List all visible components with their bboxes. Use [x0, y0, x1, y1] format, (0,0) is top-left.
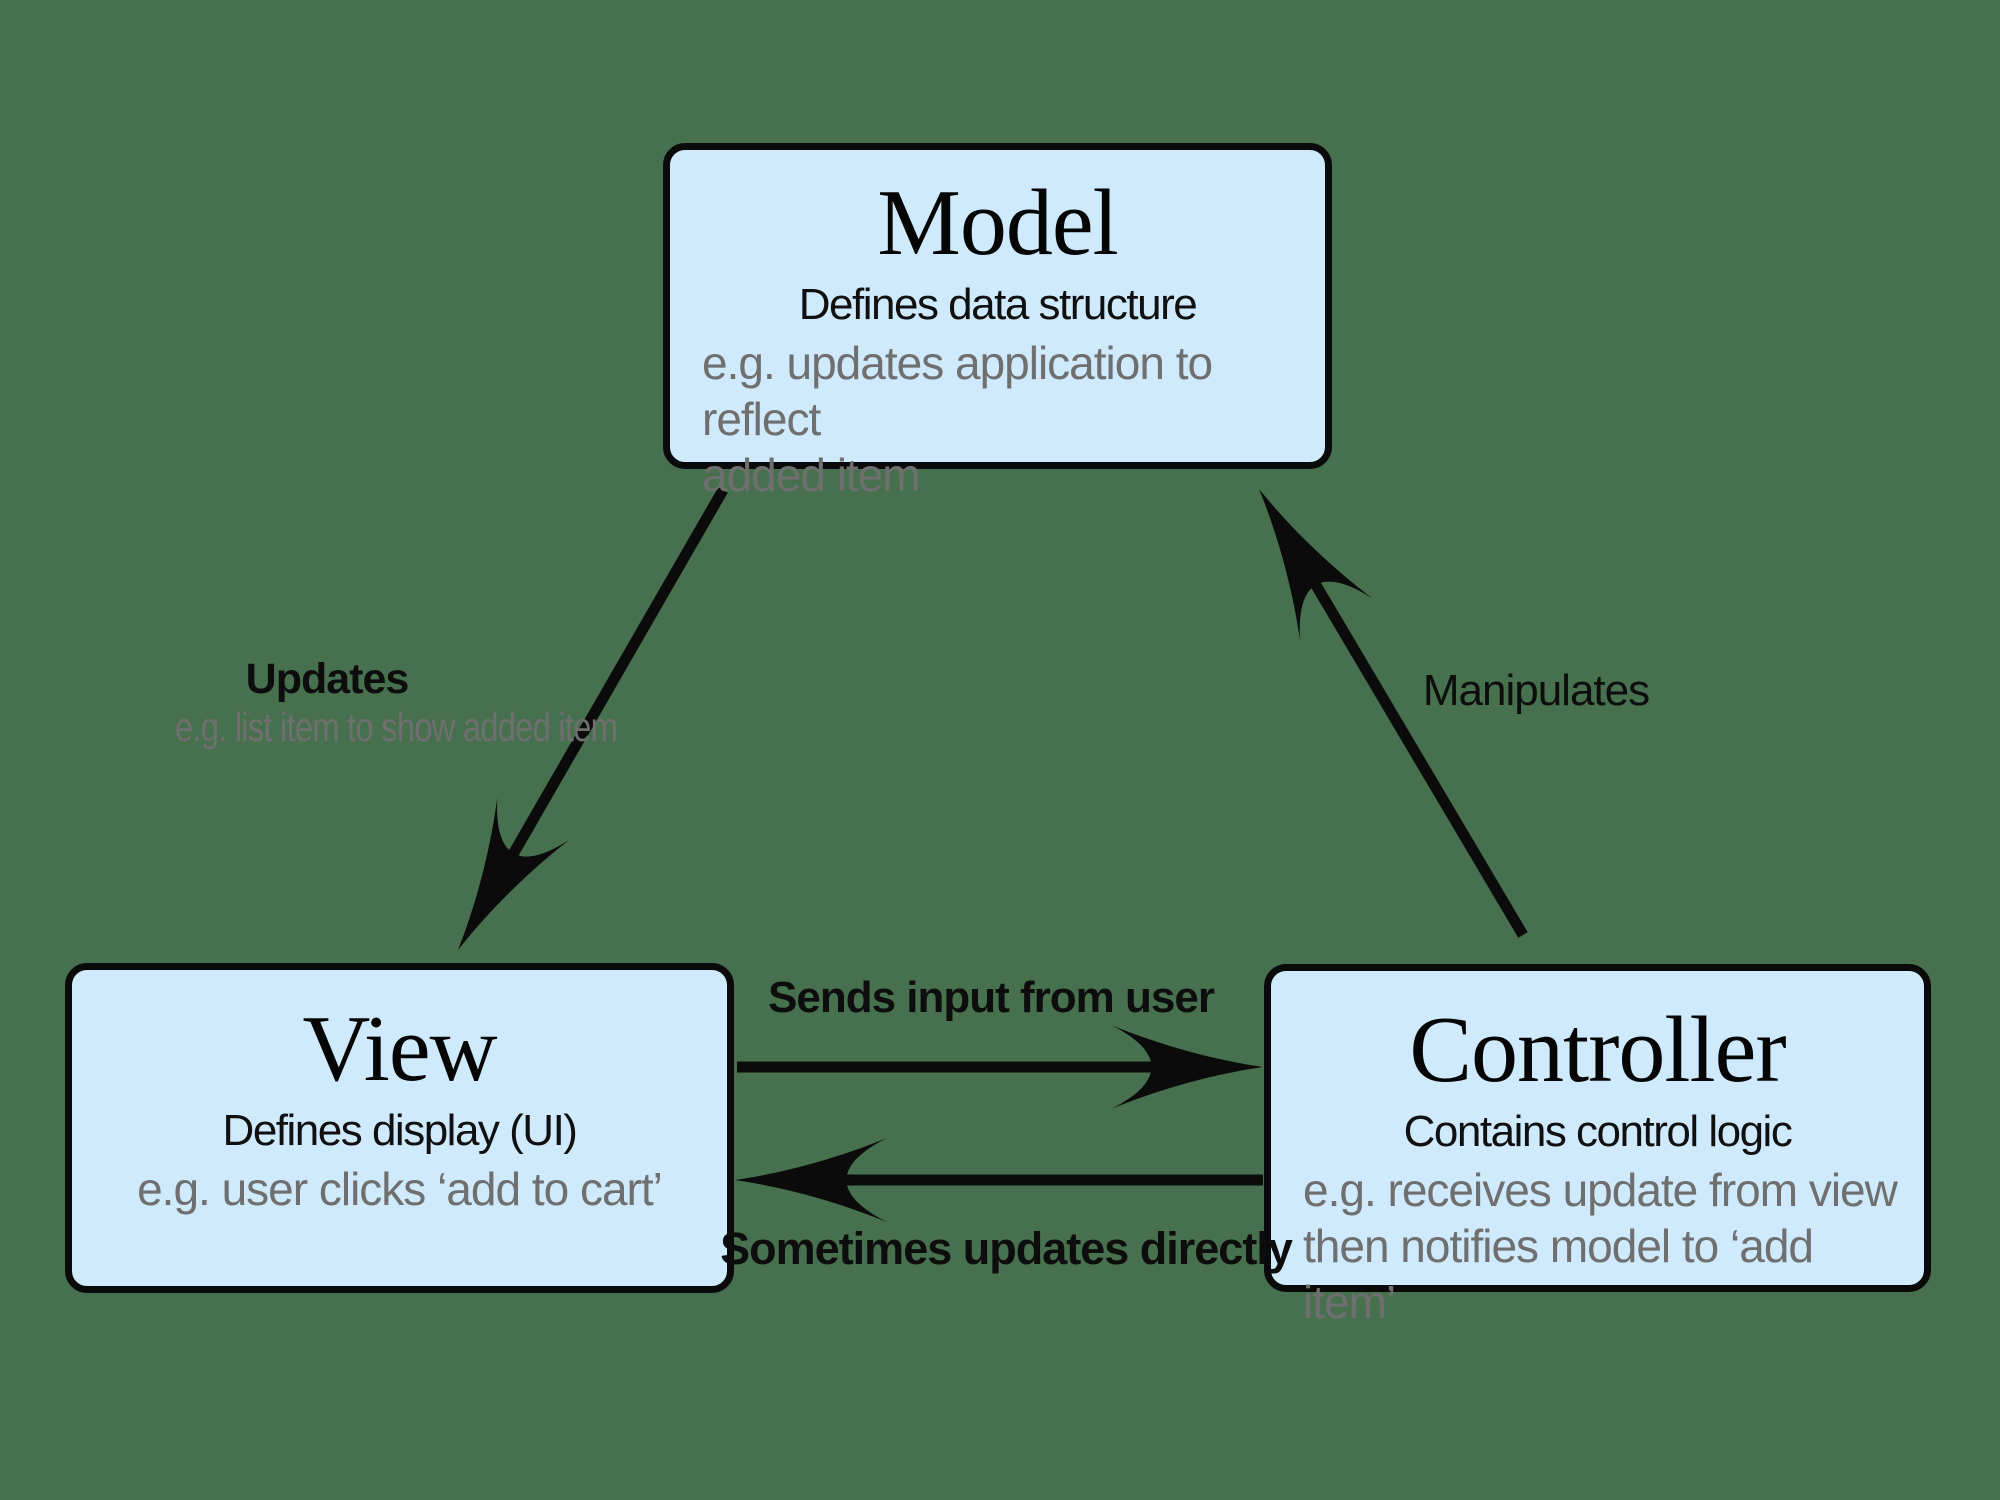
- controller-subtitle: Contains control logic: [1403, 1106, 1793, 1156]
- model-example-line2: added item: [702, 449, 921, 502]
- arrowhead-icon: [458, 797, 571, 950]
- arrow-controller-to-view: [735, 1138, 1263, 1222]
- arrowhead-icon: [1259, 489, 1373, 642]
- model-title: Model: [877, 171, 1118, 275]
- arrow-controller-to-model: [1259, 489, 1528, 938]
- model-example: e.g. updates application to reflect adde…: [670, 335, 1325, 503]
- sometimes-updates-arrow-label: Sometimes updates directly: [720, 1223, 1293, 1274]
- view-box: View Defines display (UI) e.g. user clic…: [65, 963, 734, 1293]
- view-example: e.g. user clicks ‘add to cart’: [137, 1162, 663, 1215]
- controller-title: Controller: [1409, 998, 1786, 1102]
- model-box: Model Defines data structure e.g. update…: [663, 143, 1332, 501]
- controller-box: Controller Contains control logic e.g. r…: [1264, 964, 1931, 1328]
- arrowhead-icon: [1111, 1025, 1263, 1109]
- arrowhead-icon: [735, 1138, 887, 1222]
- arrow-view-to-controller: [737, 1025, 1263, 1109]
- controller-example-line1: e.g. receives update from view: [1303, 1163, 1898, 1216]
- sends-input-arrow-label: Sends input from user: [768, 973, 1215, 1022]
- model-example-line1: e.g. updates application to reflect: [702, 336, 1213, 445]
- manipulates-arrow-label: Manipulates: [1422, 666, 1650, 715]
- controller-example-line2: then notifies model to ‘add item’: [1303, 1219, 1814, 1329]
- controller-example: e.g. receives update from view then noti…: [1271, 1162, 1924, 1330]
- updates-arrow-label: Updates: [245, 655, 410, 703]
- updates-arrow-sublabel: e.g. list item to show added item: [175, 704, 618, 750]
- view-subtitle: Defines display (UI): [222, 1105, 578, 1155]
- view-title: View: [302, 997, 498, 1101]
- arrow-model-to-view: [458, 487, 728, 950]
- model-subtitle: Defines data structure: [798, 279, 1198, 329]
